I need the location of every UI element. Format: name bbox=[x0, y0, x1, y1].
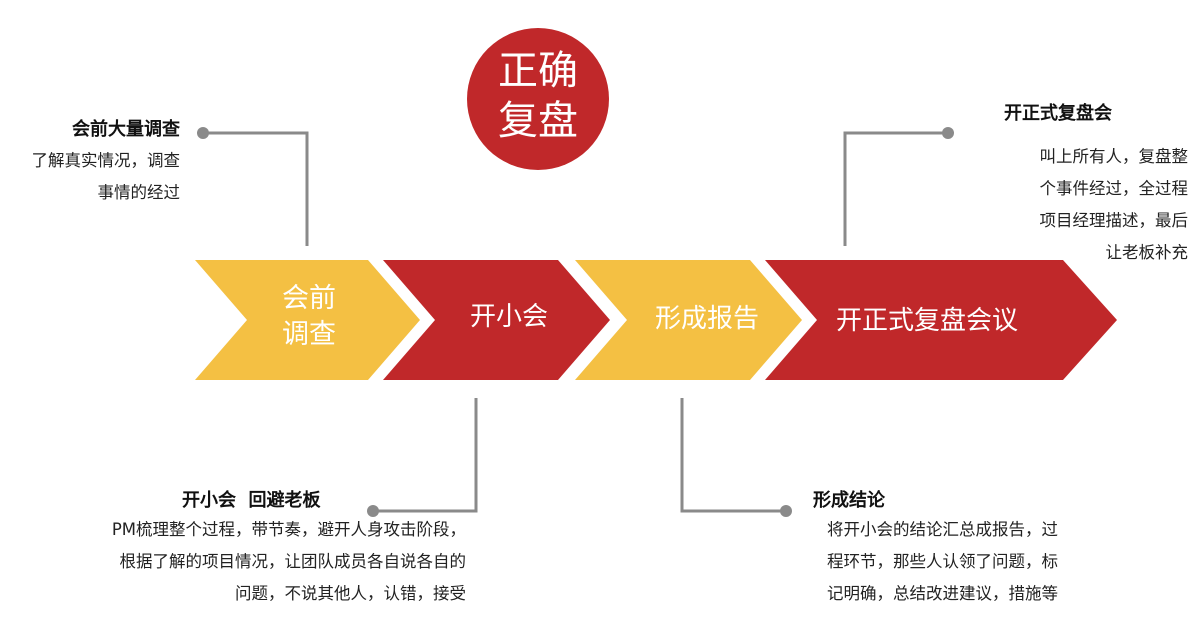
connector-conclusion bbox=[680, 398, 792, 517]
stage-chevron-1 bbox=[195, 260, 420, 380]
note-formal-meeting-heading: 开正式复盘会 bbox=[1004, 103, 1112, 124]
stage-label-1-line2: 调查 bbox=[282, 319, 336, 350]
note-pre-meeting-heading: 会前大量调查 bbox=[72, 119, 180, 140]
stage-label-4: 开正式复盘会议 bbox=[812, 303, 1042, 339]
note-formal-meeting-line-4: 让老板补充 bbox=[1105, 243, 1189, 262]
stage-chevron-3 bbox=[575, 260, 802, 380]
stage-label-3: 形成报告 bbox=[632, 301, 782, 337]
connector-small-meeting bbox=[367, 398, 478, 517]
stage-label-3-text: 形成报告 bbox=[654, 304, 759, 334]
note-small-meeting: 开小会 回避老板 PM梳理整个过程，带节奏，避开人身攻击阶段， 根据了解的项目情… bbox=[20, 488, 466, 610]
note-conclusion-line-1: 将开小会的结论汇总成报告，过 bbox=[827, 520, 1058, 539]
note-pre-meeting-line-1: 了解真实情况，调查 bbox=[31, 151, 181, 170]
note-pre-meeting: 会前大量调查 了解真实情况，调查 事情的经过 bbox=[0, 117, 181, 209]
note-conclusion: 形成结论 将开小会的结论汇总成报告，过 程环节，那些人认领了问题，标 记明确，总… bbox=[813, 488, 1113, 610]
connector-dot bbox=[780, 505, 792, 517]
note-pre-meeting-line-2: 事情的经过 bbox=[97, 183, 181, 202]
connector-dot bbox=[367, 505, 379, 517]
note-small-meeting-heading: 开小会 回避老板 bbox=[182, 490, 321, 511]
note-conclusion-heading: 形成结论 bbox=[813, 490, 885, 511]
note-small-meeting-line-3: 问题，不说其他人，认错，接受 bbox=[235, 584, 466, 603]
note-conclusion-line-3: 记明确，总结改进建议，措施等 bbox=[827, 584, 1058, 603]
note-small-meeting-line-2: 根据了解的项目情况，让团队成员各自说各自的 bbox=[119, 552, 467, 571]
note-formal-meeting: 开正式复盘会 叫上所有人，复盘整 个事件经过，全过程 项目经理描述，最后 让老板… bbox=[960, 101, 1188, 269]
connector-formal-meeting bbox=[843, 127, 954, 246]
note-conclusion-line-2: 程环节，那些人认领了问题，标 bbox=[827, 552, 1058, 571]
stage-label-2: 开小会 bbox=[442, 299, 576, 335]
note-small-meeting-line-1: PM梳理整个过程，带节奏，避开人身攻击阶段， bbox=[111, 520, 466, 539]
center-circle bbox=[467, 28, 609, 170]
stage-chevron-4 bbox=[765, 260, 1117, 380]
stage-label-4-text: 开正式复盘会议 bbox=[835, 306, 1018, 336]
center-title-line1: 正确 bbox=[498, 48, 578, 94]
note-formal-meeting-line-1: 叫上所有人，复盘整 bbox=[1039, 147, 1189, 166]
connector-pre-meeting bbox=[197, 127, 309, 246]
connector-dot bbox=[197, 127, 209, 139]
note-formal-meeting-line-2: 个事件经过，全过程 bbox=[1039, 179, 1189, 198]
center-title: 正确 复盘 bbox=[468, 46, 608, 146]
stage-chevron-2 bbox=[383, 260, 610, 380]
note-formal-meeting-line-3: 项目经理描述，最后 bbox=[1039, 211, 1189, 230]
stage-label-2-text: 开小会 bbox=[469, 302, 548, 332]
stage-label-1-line1: 会前 bbox=[282, 283, 336, 314]
center-title-line2: 复盘 bbox=[498, 98, 578, 144]
stage-label-1: 会前 调查 bbox=[252, 281, 366, 353]
connector-dot bbox=[942, 127, 954, 139]
